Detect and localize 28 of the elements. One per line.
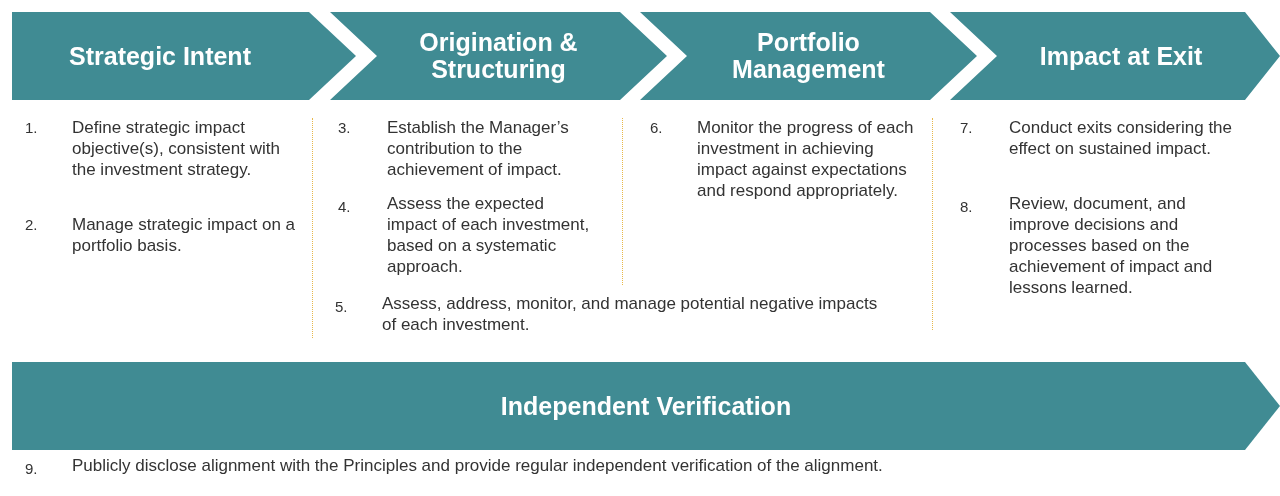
stage-heading: Impact at Exit bbox=[1038, 42, 1204, 70]
principle-text: Define strategic impact objective(s), consistent with the investment strategy. bbox=[72, 117, 281, 180]
principle-text: Manage strategic impact on a portfolio basis. bbox=[72, 214, 296, 256]
principle-text: Establish the Manager’s contribution to the achievement of impact. bbox=[387, 117, 570, 180]
stage-heading: Strategic Intent bbox=[68, 42, 252, 70]
principle-text: Assess, address, monitor, and manage potential negative impacts of each investment. bbox=[382, 293, 879, 335]
principle-text: Monitor the progress of each investment in achieving impact against expectations and respond appropriately. bbox=[697, 117, 915, 201]
list-number: 9. bbox=[25, 459, 39, 479]
principle-text: Review, document, and improve decisions and processes based on the achievement of impact and lessons learned. bbox=[1009, 193, 1214, 298]
stage-heading: Origination & Structuring bbox=[418, 29, 579, 83]
list-number: 1. bbox=[25, 118, 39, 138]
principle-text: Assess the expected impact of each investment, based on a systematic approach. bbox=[387, 193, 591, 277]
principle-text: Publicly disclose alignment with the Principles and provide regular independent verification of the alignment. bbox=[72, 455, 884, 476]
list-number: 5. bbox=[335, 297, 349, 317]
chevron-banner bbox=[12, 12, 356, 100]
list-number: 7. bbox=[960, 118, 974, 138]
chevron-banner bbox=[950, 12, 1280, 100]
list-number: 3. bbox=[338, 118, 352, 138]
list-number: 6. bbox=[650, 118, 664, 138]
chevron-banner bbox=[330, 12, 667, 100]
list-number: 2. bbox=[25, 215, 39, 235]
principle-text: Conduct exits considering the effect on sustained impact. bbox=[1009, 117, 1234, 159]
list-number: 4. bbox=[338, 197, 352, 217]
stage-heading: Portfolio Management bbox=[731, 29, 886, 83]
chevron-banner bbox=[640, 12, 977, 100]
chevron-banner bbox=[12, 362, 1280, 450]
stage-heading: Independent Verification bbox=[499, 392, 793, 420]
list-number: 8. bbox=[960, 197, 974, 217]
